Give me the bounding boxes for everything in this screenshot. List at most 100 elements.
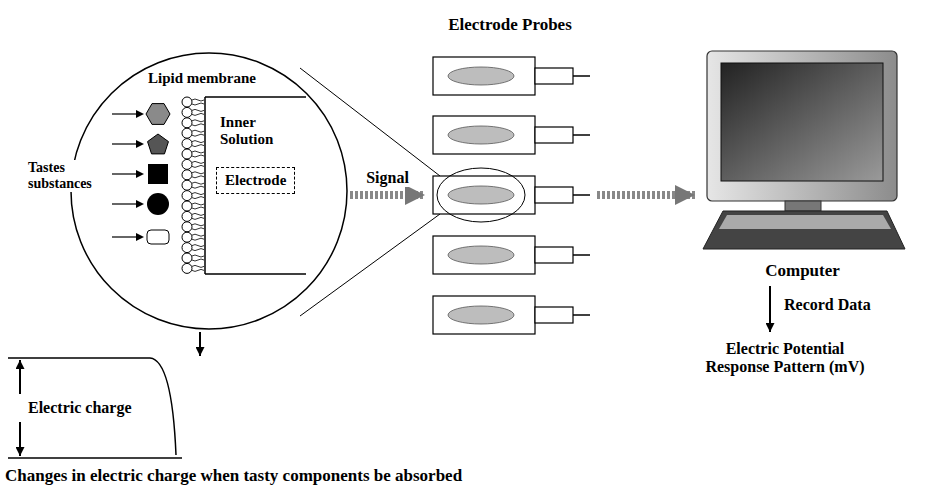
probe-stem	[535, 68, 573, 84]
lipid-head	[182, 128, 192, 138]
lipid-tail	[192, 203, 204, 209]
arrow-label: Record Data	[784, 296, 871, 314]
lipid-tail	[192, 161, 204, 167]
lipid-tail	[192, 120, 204, 126]
lipid-tail	[192, 193, 204, 199]
probe-membrane	[448, 246, 514, 264]
electrode-label: Electrode	[225, 172, 286, 189]
edge-label: Signal	[366, 169, 409, 187]
keyboard-base	[703, 211, 905, 249]
text-holder: Lipid membrane	[148, 70, 256, 87]
lipid-tail	[192, 224, 204, 230]
text-holder: Computer	[695, 261, 910, 281]
keyboard-keys	[719, 215, 891, 229]
probe-body	[433, 236, 535, 274]
electrode-probe	[433, 176, 590, 214]
text-holder: Inner Solution	[220, 114, 295, 149]
lipid-tail	[192, 130, 204, 136]
lipid-head	[182, 253, 192, 263]
taste-molecule	[146, 104, 170, 125]
lipid-tail	[192, 172, 204, 178]
arrow-head	[136, 170, 144, 178]
electrode-probe	[433, 296, 590, 334]
probe-wire	[573, 314, 590, 316]
arrow-head	[136, 200, 144, 208]
lipid-head	[182, 211, 192, 221]
axis-label: Electric charge	[28, 399, 132, 417]
probe-stem	[535, 127, 573, 143]
label-holder: Electric Potential Response Pattern (mV)	[705, 340, 865, 377]
probe-membrane	[448, 306, 514, 324]
leader-line	[300, 68, 440, 176]
magnified-membrane-circle-art	[70, 52, 348, 330]
lipid-head	[182, 243, 192, 253]
probe-body	[433, 116, 535, 154]
probe-wire	[573, 134, 590, 136]
lipid-bilayer	[182, 97, 204, 273]
probe-group: Electrode Probes	[425, 15, 595, 340]
membrane-wall	[205, 97, 306, 274]
lipid-head	[182, 149, 192, 159]
lipid-head	[182, 191, 192, 201]
probe-stem	[535, 187, 573, 203]
caption-text: Changes in electric charge when tasty co…	[5, 466, 462, 486]
down-arrow	[19, 422, 21, 456]
input-arrow	[112, 143, 136, 144]
electrode-probe	[433, 57, 590, 95]
lipid-head	[182, 170, 192, 180]
computer-icon-art	[695, 45, 910, 285]
lipid-tail	[192, 255, 204, 261]
record-arrow	[769, 286, 771, 332]
monitor-stand	[785, 201, 821, 211]
taste-molecule	[148, 134, 169, 154]
lipid-tail	[192, 213, 204, 219]
up-arrow	[19, 360, 21, 394]
probe-wire	[573, 254, 590, 256]
lipid-tail	[192, 182, 204, 188]
input-arrow	[112, 203, 136, 204]
baseline	[8, 457, 182, 459]
membrane-label: Lipid membrane	[148, 70, 256, 87]
probe-stem	[535, 247, 573, 263]
label-holder: Electric charge	[28, 399, 132, 417]
taste-molecule	[148, 164, 168, 184]
monitor-frame	[707, 51, 897, 201]
arrow-head	[136, 110, 144, 118]
substances-label: Tastes substances	[28, 160, 110, 192]
input-arrow	[112, 113, 136, 114]
arrow-head	[136, 233, 144, 241]
lipid-head	[182, 201, 192, 211]
lipid-tail	[192, 141, 204, 147]
lipid-tail	[192, 245, 204, 251]
label-holder: Record Data	[784, 296, 871, 314]
input-arrow	[112, 236, 136, 237]
probe-membrane	[448, 67, 514, 85]
lens-circle	[437, 168, 525, 222]
lipid-head	[182, 118, 192, 128]
lipid-tail	[192, 109, 204, 115]
input-arrow	[112, 173, 136, 174]
probe-membrane	[448, 186, 514, 204]
down-arrow	[199, 332, 201, 356]
signal-arrow	[350, 191, 425, 199]
lipid-head	[182, 263, 192, 273]
charge-curve	[8, 358, 176, 455]
monitor-screen	[721, 63, 883, 181]
computer-label: Computer	[695, 261, 910, 281]
signal-arrow	[597, 191, 695, 199]
lipid-head	[182, 107, 192, 117]
lipid-head	[182, 232, 192, 242]
probe-group-art	[425, 15, 595, 340]
output-label: Electric Potential Response Pattern (mV)	[705, 340, 865, 377]
electrode-box: Electrode	[216, 167, 295, 194]
label-holder: Changes in electric charge when tasty co…	[5, 466, 462, 486]
lipid-tail	[192, 234, 204, 240]
electrode-probe	[433, 236, 590, 274]
lipid-tail	[192, 265, 204, 271]
lipid-tail	[192, 99, 204, 105]
taste-molecule	[147, 193, 169, 215]
lipid-tail	[192, 151, 204, 157]
text-holder: Tastes substances	[28, 160, 110, 192]
magnifier-circle	[71, 53, 347, 329]
probe-membrane	[448, 126, 514, 144]
